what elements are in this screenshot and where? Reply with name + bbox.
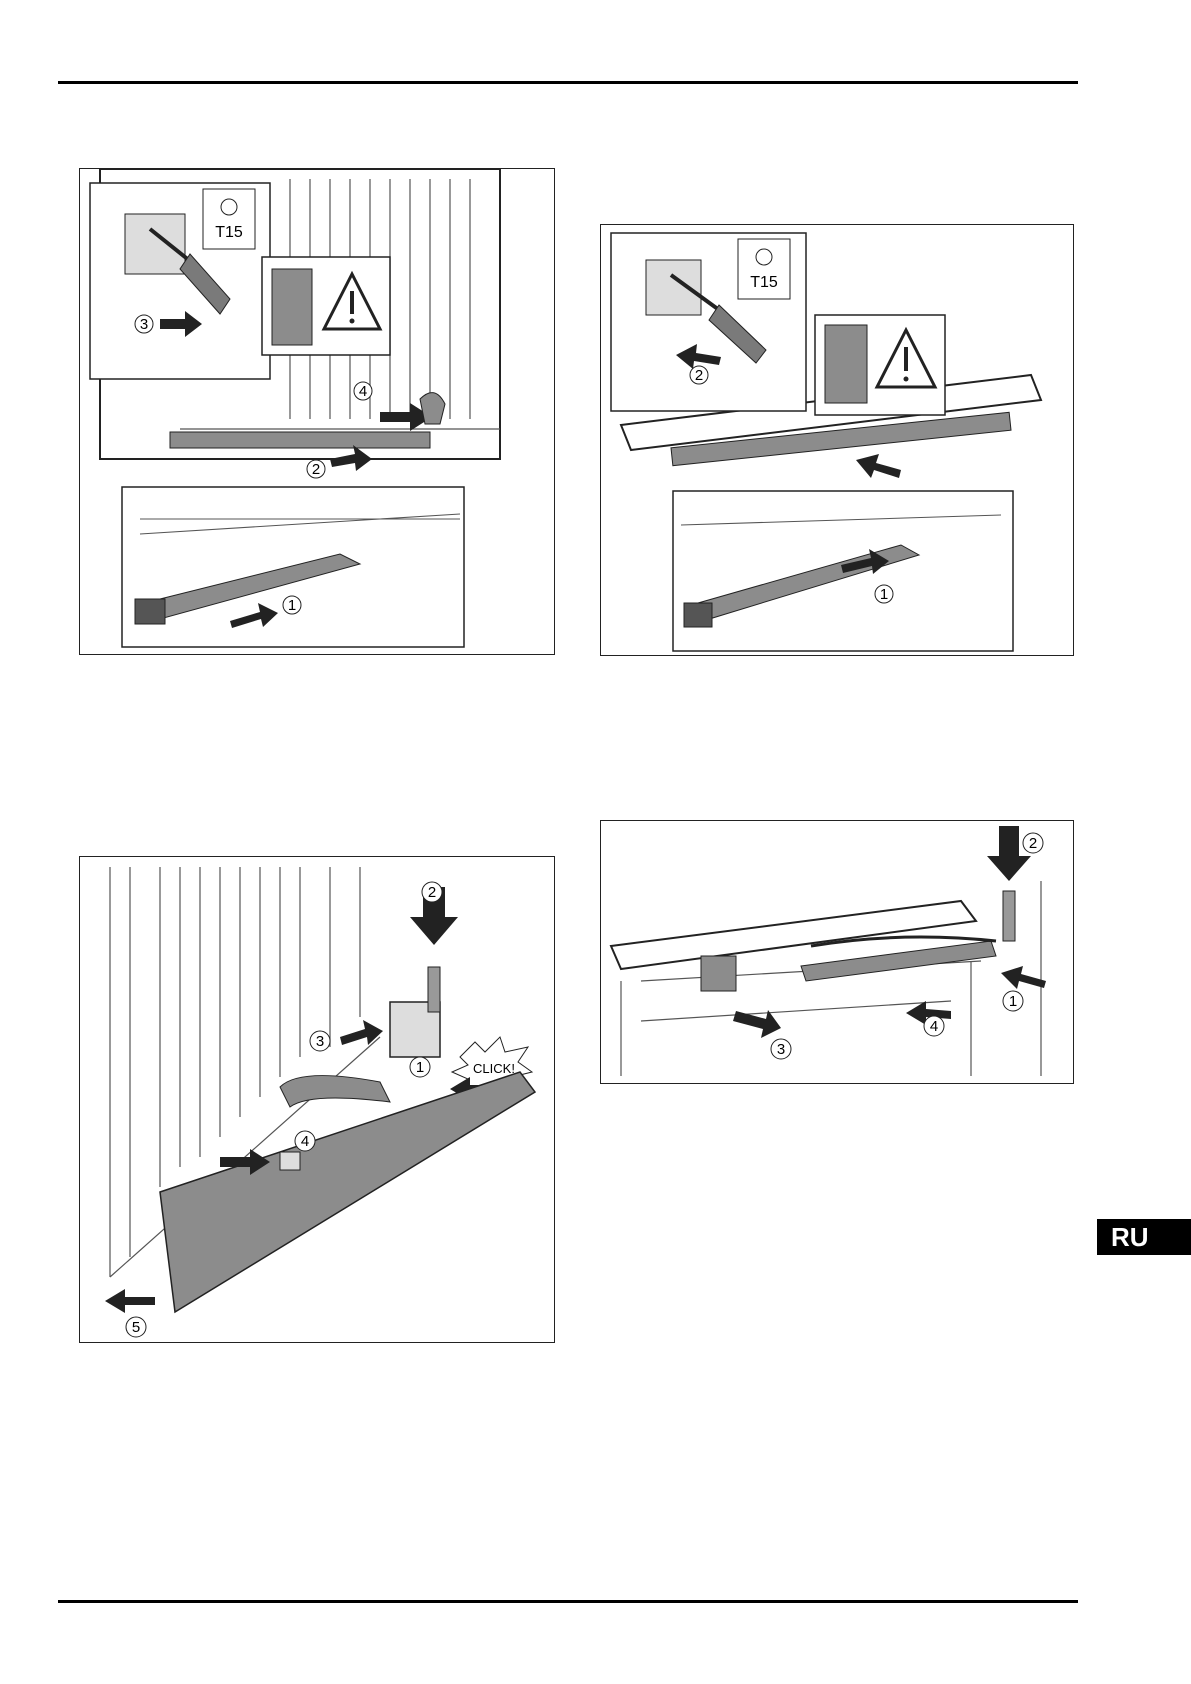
figure-2-hinge-screw: T15 2 1: [600, 224, 1074, 656]
figure-4-door-hinge-assembly: 2 1 3 4: [600, 820, 1074, 1084]
arrow-icon: [733, 1010, 781, 1038]
step-number: 1: [288, 597, 296, 614]
tool-label: T15: [215, 224, 243, 241]
figure-1-illustration: T15 3 4 2 1: [80, 169, 554, 654]
kickplate: [160, 1072, 535, 1312]
step-number: 2: [1029, 835, 1037, 852]
figure-1-hinge-screw: T15 3 4 2 1: [79, 168, 555, 655]
step-number: 5: [132, 1319, 140, 1336]
hinge-pin: [428, 967, 440, 1012]
bottom-rule: [58, 1600, 1078, 1603]
tool-label: T15: [750, 274, 778, 291]
figure-4-illustration: 2 1 3 4: [601, 821, 1073, 1083]
step-number: 1: [416, 1059, 424, 1076]
figure-3-door-hinge-assembly: 2 CLICK! 3 1 4 5: [79, 856, 555, 1343]
figure-2-illustration: T15 2 1: [601, 225, 1073, 655]
step-number: 2: [695, 367, 703, 384]
step-number: 4: [301, 1133, 309, 1150]
step-number: 1: [1009, 993, 1017, 1010]
step-number: 3: [140, 316, 148, 333]
arrow-icon: [856, 454, 901, 478]
hinge-pin: [1003, 891, 1015, 941]
step-number: 4: [359, 383, 367, 400]
step-number: 3: [316, 1033, 324, 1050]
arrow-icon: [330, 445, 372, 471]
arrow-icon: [340, 1020, 383, 1045]
step-number: 4: [930, 1018, 938, 1035]
figure-3-illustration: 2 CLICK! 3 1 4 5: [80, 857, 554, 1342]
step-number: 3: [777, 1041, 785, 1058]
arrow-icon: [987, 826, 1031, 881]
step-number: 2: [428, 884, 436, 901]
arrow-icon: [1001, 966, 1046, 989]
top-rule: [58, 81, 1078, 84]
step-number: 2: [312, 461, 320, 478]
language-tab: RU: [1097, 1219, 1191, 1255]
step-number: 1: [880, 586, 888, 603]
click-label: CLICK!: [473, 1061, 515, 1076]
arrow-icon: [105, 1289, 155, 1313]
